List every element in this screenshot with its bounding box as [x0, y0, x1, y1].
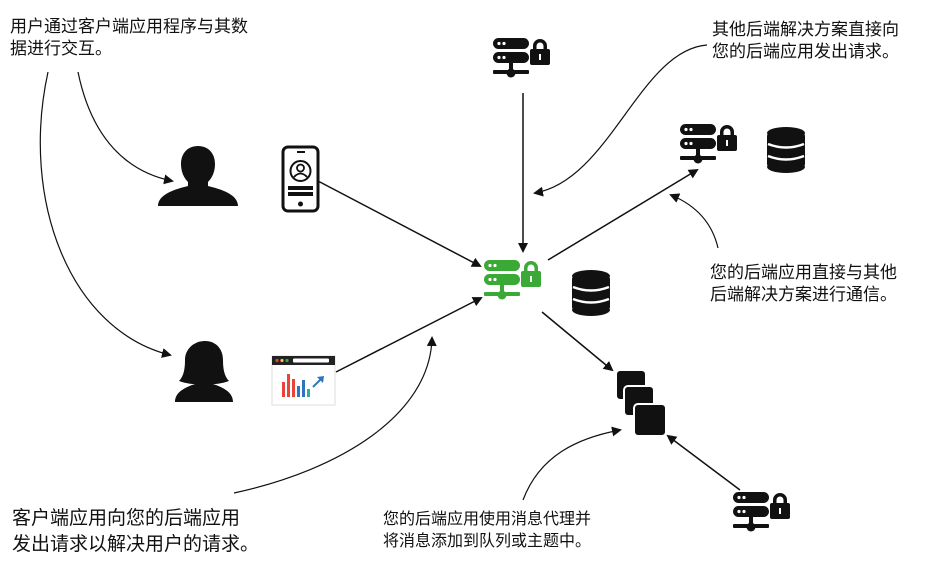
annotation-arrow-to-backend-link: [669, 193, 719, 249]
annotation-message-broker: 您的后端应用使用消息代理并 将消息添加到队列或主题中。: [383, 508, 591, 552]
primary-backend-server-icon: [484, 260, 541, 300]
annotation-line: 用户通过客户端应用程序与其数: [10, 17, 248, 37]
backend-server-lock-icon: [733, 492, 790, 532]
annotation-line: 您的后端应用发出请求。: [712, 42, 899, 62]
annotation-arrow-to-top-server-line: [533, 44, 708, 197]
database-icon: [570, 268, 612, 318]
annotation-arrow-to-female-user: [39, 71, 172, 358]
arrow-backend-to-queue: [541, 311, 614, 372]
user-male-icon: [158, 146, 238, 206]
annotation-line: 您的后端应用使用消息代理并: [383, 509, 592, 528]
annotation-arrow-to-client-link: [233, 336, 437, 494]
database-icon: [765, 125, 807, 175]
annotation-line: 其他后端解决方案直接向: [712, 20, 899, 40]
message-queue-icon: [615, 369, 667, 437]
annotation-line: 后端解决方案进行通信。: [710, 285, 897, 305]
arrow-backend-to-other-backend: [547, 168, 699, 261]
annotation-line: 发出请求以解决用户的请求。: [12, 533, 260, 555]
arrow-server-to-queue: [666, 434, 741, 491]
annotation-line: 客户端应用向您的后端应用: [12, 507, 241, 529]
mobile-app-icon: [281, 145, 320, 213]
user-female-icon: [175, 341, 233, 402]
annotation-backend-communicates: 您的后端应用直接与其他 后端解决方案进行通信。: [710, 262, 897, 306]
backend-server-lock-icon: [493, 38, 550, 78]
annotation-user-interaction: 用户通过客户端应用程序与其数 据进行交互。: [10, 16, 248, 60]
annotation-other-backends-request: 其他后端解决方案直接向 您的后端应用发出请求。: [712, 19, 899, 63]
annotation-line: 将消息添加到队列或主题中。: [383, 531, 592, 550]
arrow-web-to-backend: [335, 297, 483, 373]
web-app-icon: [271, 355, 336, 406]
annotation-arrow-to-queue: [522, 426, 622, 501]
arrow-mobile-to-backend: [317, 180, 482, 267]
annotation-arrow-to-male-user: [77, 71, 174, 185]
backend-server-lock-icon: [680, 124, 737, 164]
annotation-line: 您的后端应用直接与其他: [710, 263, 897, 283]
annotation-line: 据进行交互。: [10, 39, 112, 59]
annotation-client-request: 客户端应用向您的后端应用 发出请求以解决用户的请求。: [12, 505, 259, 557]
